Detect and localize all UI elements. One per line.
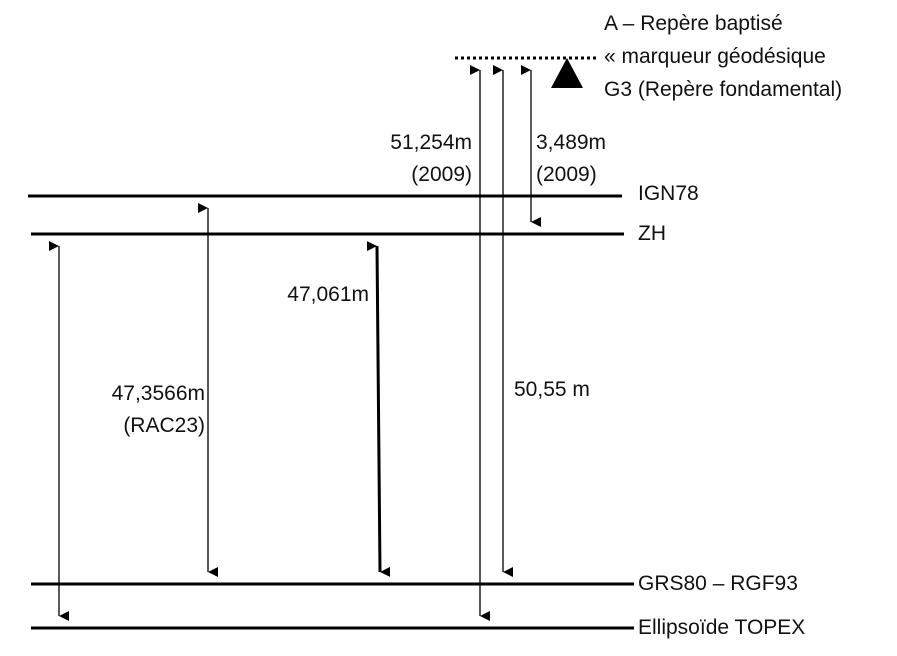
g3-title-line1: A – Repère baptisé xyxy=(604,12,783,35)
level-label-zh: ZH xyxy=(638,222,666,245)
level-label-grs80: GRS80 – RGF93 xyxy=(638,572,798,595)
level-label-topex: Ellipsoïde TOPEX xyxy=(638,616,806,639)
measure-g3-topex-note: (2009) xyxy=(411,163,472,186)
benchmark-triangle-icon xyxy=(551,58,583,88)
measure-zh-topex-value: 47,3566m xyxy=(111,382,205,405)
measure-g3-grs80-value: 50,55 m xyxy=(514,378,590,401)
measure-g3-zh-value: 3,489m xyxy=(536,131,607,154)
measure-zh-grs80-value: 47,061m xyxy=(287,283,369,306)
level-label-ign78: IGN78 xyxy=(638,182,699,205)
g3-title-line3: G3 (Repère fondamental) xyxy=(604,78,843,101)
arrow-zh-grs80-thick xyxy=(366,241,391,577)
measure-g3-zh-note: (2009) xyxy=(536,163,597,186)
measure-g3-topex-value: 51,254m xyxy=(390,131,472,154)
measure-zh-topex-note: (RAC23) xyxy=(123,414,205,437)
g3-title-line2: « marqueur géodésique xyxy=(604,45,826,68)
